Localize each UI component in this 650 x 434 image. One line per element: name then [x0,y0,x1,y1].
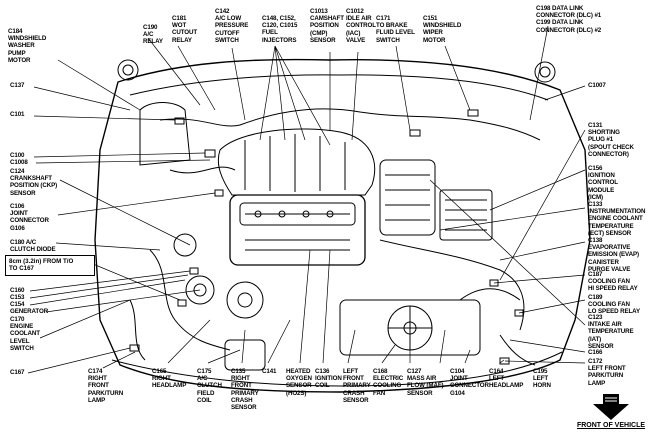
label-c131: C131 SHORTING PLUG #1 (SPOUT CHECK CONNE… [588,122,634,158]
label-c1008: C1008 [10,159,28,166]
label-heated-oxygen-sensor: HEATED OXYGEN SENSOR (HO2S) [286,368,312,397]
label-c184: C184 WINDSHIELD WASHER PUMP MOTOR [8,28,47,64]
label-c156: C156 IGNITION CONTROL MODULE (ICM) [588,165,618,201]
label-c167: C167 [10,369,25,376]
label-c189: C189 COOLING FAN LO SPEED RELAY [588,294,641,316]
label-c1012: C1012 IDLE AIR CONTROL (IAC) VALVE [346,8,376,44]
label-c171: C171 TO BRAKE FLUID LEVEL SWITCH [376,15,415,44]
label-c141: C141 [262,368,277,375]
label-c106: C106 JOINT CONNECTOR G106 [10,203,49,232]
label-c154: C154 [10,301,25,308]
label-c198: C198 DATA LINK CONNECTOR (DLC) #1 C199 D… [536,5,602,34]
label-c148: C148, C152, C120, C1015 FUEL INJECTORS [262,15,298,44]
label-c164: C164 LEFT HEADLAMP [489,368,524,390]
label-c100: C100 [10,152,25,159]
label-left-front-crash-sensor: LEFT FRONT PRIMARY CRASH SENSOR [343,368,371,404]
label-c136: C136 IGNITION COIL [315,368,342,390]
label-c104: C104 JOINT CONNECTOR G104 [450,368,489,397]
label-c160: C160 [10,287,25,294]
label-c124: C124 CRANKSHAFT POSITION (CKP) SENSOR [10,168,58,197]
label-c172: C172 LEFT FRONT PARK/TURN LAMP [588,358,626,387]
distance-note-box: 8cm (3.2in) FROM T/O TO C167 [5,255,95,276]
label-c153: C153 [10,294,25,301]
label-c138: C138 EVAPORATIVE EMISSION (EVAP) CANISTE… [588,237,639,273]
label-generator: GENERATOR [10,308,49,315]
label-c181: C181 WOT CUTOUT RELAY [172,15,198,44]
label-c165: C165 RIGHT HEADLAMP [152,368,187,390]
front-of-vehicle-label: FRONT OF VEHICLE [576,422,646,429]
label-c1007: C1007 [588,82,606,89]
label-c135: C135 RIGHT FRONT PRIMARY CRASH SENSOR [231,368,259,412]
label-c168: C168 ELECTRIC COOLING FAN [373,368,404,397]
distance-note-text: 8cm (3.2in) FROM T/O TO C167 [9,258,74,273]
label-c133: C133 INSTRUMENTATION ENGINE COOLANT TEMP… [588,201,646,237]
label-c137: C137 [10,82,25,89]
label-c175: C175 A/C CLUTCH FIELD COIL [197,368,222,404]
label-c190: C190 A/C RELAY [143,24,163,46]
label-c127: C127 MASS AIR FLOW (MAF) SENSOR [407,368,444,397]
front-of-vehicle-indicator: FRONT OF VEHICLE [575,392,647,432]
label-c151-top: C151 WINDSHIELD WIPER MOTOR [423,15,462,44]
label-c195: C195 LEFT HORN [533,368,551,390]
label-c123: C123 INTAKE AIR TEMPERATURE (IAT) SENSOR [588,314,634,350]
label-c180: C180 A/C CLUTCH DIODE [10,239,56,254]
label-c170: C170 ENGINE COOLANT LEVEL SWITCH [10,316,40,352]
label-c166: C166 [588,349,603,356]
label-c1013: C1013 CAMSHAFT POSITION (CMP) SENSOR [310,8,344,44]
label-c142: C142 A/C LOW PRESSURE CUTOFF SWITCH [215,8,249,44]
front-of-vehicle-arrow-icon [593,394,629,420]
label-c174: C174 RIGHT FRONT PARK/TURN LAMP [88,368,124,404]
label-c101: C101 [10,111,25,118]
label-c187: C187 COOLING FAN HI SPEED RELAY [588,271,638,293]
